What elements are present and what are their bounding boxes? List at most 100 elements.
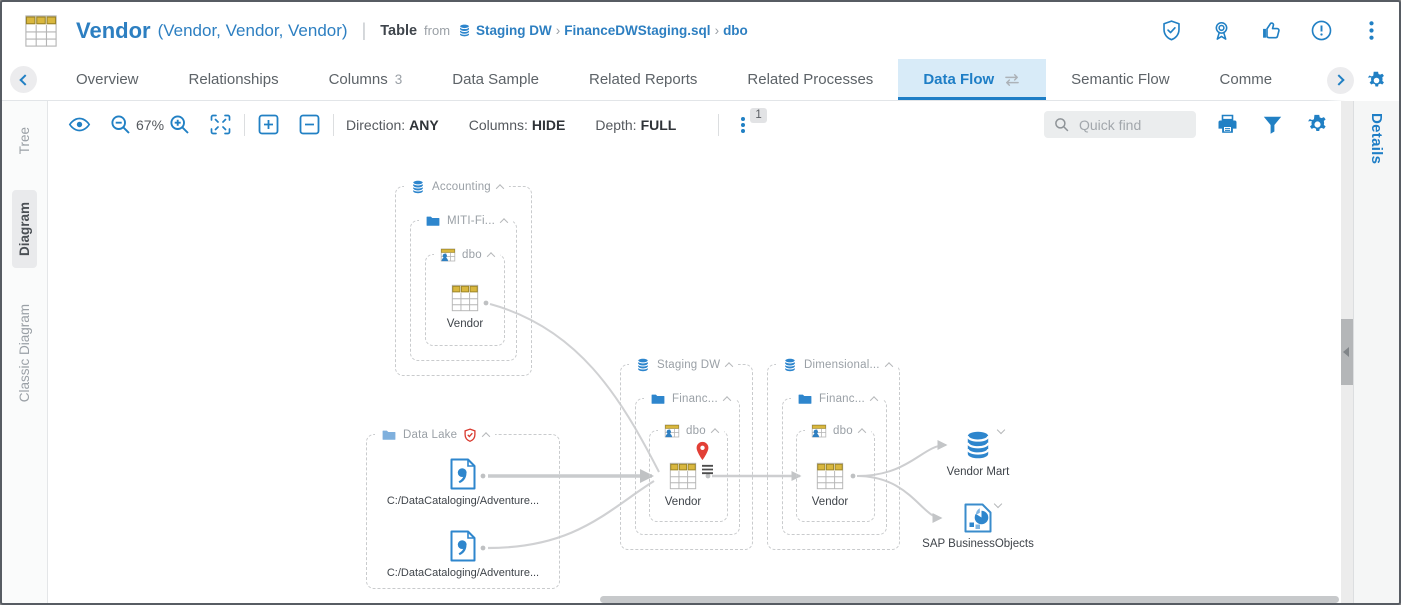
more-options-button[interactable]: 1 (737, 107, 767, 135)
node-label: Vendor Mart (946, 466, 1010, 478)
container-label: Data Lake (403, 429, 458, 441)
table-icon (814, 460, 846, 492)
node-vendor-dimensional[interactable]: Vendor (795, 460, 865, 508)
tab-related-reports[interactable]: Related Reports (589, 71, 698, 88)
alert-circle-icon[interactable] (1310, 19, 1333, 42)
container-dimensional-folder[interactable]: Financ... (782, 390, 887, 535)
fit-to-screen-icon[interactable] (209, 113, 232, 136)
direction-option[interactable]: Direction:ANY (346, 116, 439, 133)
container-schema-header[interactable]: dbo (658, 422, 724, 440)
shield-check-icon[interactable] (1160, 19, 1183, 42)
lineage-canvas[interactable]: Accounting MITI-Fi... dbo (48, 148, 1341, 603)
columns-option[interactable]: Columns:HIDE (468, 116, 566, 133)
table-icon (449, 282, 481, 314)
horizontal-scrollbar[interactable] (48, 596, 1341, 603)
breadcrumb: Staging DW›FinanceDWStaging.sql›dbo (476, 23, 748, 38)
more-options-badge: 1 (750, 107, 767, 123)
container-accounting-header[interactable]: Accounting (404, 178, 509, 196)
container-accounting-schema[interactable]: dbo (425, 246, 505, 346)
toolbar-divider (718, 113, 720, 136)
tab-semantic-flow[interactable]: Semantic Flow (1071, 71, 1170, 88)
collapse-chevron-icon[interactable] (710, 428, 720, 437)
tab-data-flow[interactable]: Data Flow (898, 59, 1047, 100)
container-data-lake-header[interactable]: Data Lake (375, 426, 496, 444)
container-label: Staging DW (657, 359, 721, 371)
delimited-file-icon (449, 458, 477, 490)
print-icon[interactable] (1216, 113, 1239, 136)
chevron-right-icon (1333, 74, 1345, 86)
breadcrumb-db[interactable]: Staging DW (476, 23, 552, 38)
tab-data-sample[interactable]: Data Sample (452, 71, 539, 88)
tabs-scroll-right-button[interactable] (1327, 66, 1354, 94)
container-schema-header[interactable]: dbo (434, 246, 500, 264)
node-file-1[interactable]: C:/DataCataloging/Adventure... (370, 458, 556, 507)
container-data-lake[interactable]: Data Lake (366, 426, 560, 589)
chevron-left-icon (19, 73, 31, 86)
location-pin-icon (695, 441, 710, 461)
visibility-eye-icon[interactable] (68, 113, 91, 136)
tabs-scroll-left-button[interactable] (10, 66, 37, 93)
node-label: SAP BusinessObjects (922, 538, 1034, 550)
collapse-chevron-icon[interactable] (722, 396, 732, 405)
container-folder-header[interactable]: Financ... (644, 390, 736, 408)
node-vendor-accounting[interactable]: Vendor (430, 282, 500, 330)
container-schema-header[interactable]: dbo (805, 422, 871, 440)
node-vendor-staging[interactable]: Vendor (648, 460, 718, 508)
collapse-chevron-icon[interactable] (725, 362, 734, 371)
breadcrumb-separator: › (714, 23, 720, 38)
horizontal-scrollbar-thumb[interactable] (600, 596, 1339, 603)
details-panel-strip: Details (1353, 101, 1399, 603)
container-accounting-model[interactable]: MITI-Fi... (410, 212, 517, 361)
zoom-out-icon[interactable] (109, 113, 132, 136)
zoom-in-icon[interactable] (168, 113, 191, 136)
collapse-chevron-icon[interactable] (857, 428, 867, 437)
container-dimensional-schema[interactable]: dbo (796, 422, 875, 522)
container-staging-folder[interactable]: Financ... (635, 390, 740, 535)
collapse-chevron-icon[interactable] (499, 218, 509, 227)
container-dimensional[interactable]: Dimensional... (767, 356, 900, 550)
more-vertical-icon[interactable] (1360, 19, 1383, 42)
tab-relationships[interactable]: Relationships (188, 71, 279, 88)
tab-related-processes[interactable]: Related Processes (747, 71, 874, 88)
node-file-2[interactable]: C:/DataCataloging/Adventure... (370, 530, 556, 579)
details-tab[interactable]: Details (1368, 113, 1385, 165)
collapse-chevron-icon[interactable] (481, 432, 491, 441)
details-splitter-handle[interactable] (1341, 319, 1353, 385)
expand-all-icon[interactable] (257, 113, 280, 136)
collapse-chevron-icon[interactable] (884, 362, 893, 371)
sidebar-tab-classic-diagram[interactable]: Classic Diagram (17, 304, 32, 403)
certification-medal-icon[interactable] (1210, 19, 1233, 42)
tab-settings-gear-icon[interactable] (1366, 70, 1387, 91)
collapse-chevron-icon[interactable] (495, 184, 505, 193)
sidebar-tab-tree[interactable]: Tree (17, 127, 32, 155)
node-sap-businessobjects[interactable]: SAP BusinessObjects (913, 502, 1043, 550)
quick-find-input[interactable] (1077, 115, 1186, 134)
tab-comments[interactable]: Comme (1219, 71, 1273, 88)
filter-icon[interactable] (1261, 113, 1284, 136)
collapse-chevron-icon[interactable] (486, 252, 496, 261)
container-model-header[interactable]: MITI-Fi... (419, 212, 513, 230)
container-folder-header[interactable]: Financ... (791, 390, 883, 408)
container-staging-dw[interactable]: Staging DW (620, 356, 753, 550)
settings-gear-icon[interactable] (1306, 113, 1329, 136)
lineage-connectors (480, 300, 948, 551)
details-splitter[interactable] (1341, 101, 1353, 603)
container-staging-header[interactable]: Staging DW (629, 356, 739, 374)
depth-option[interactable]: Depth:FULL (595, 116, 677, 133)
tab-overview[interactable]: Overview (76, 71, 139, 88)
schema-icon (440, 247, 456, 263)
breadcrumb-file[interactable]: FinanceDWStaging.sql (564, 23, 711, 38)
container-label: dbo (686, 425, 706, 437)
container-accounting[interactable]: Accounting (395, 178, 532, 376)
collapse-chevron-icon[interactable] (869, 396, 879, 405)
container-dimensional-header[interactable]: Dimensional... (776, 356, 898, 374)
menu-burger-icon[interactable] (701, 464, 714, 475)
from-label: from (424, 23, 451, 38)
sidebar-tab-diagram[interactable]: Diagram (12, 190, 37, 269)
breadcrumb-schema[interactable]: dbo (723, 23, 748, 38)
database-icon (635, 357, 651, 373)
node-vendor-mart[interactable]: Vendor Mart (928, 428, 1028, 478)
thumbs-up-icon[interactable] (1260, 19, 1283, 42)
collapse-all-icon[interactable] (298, 113, 321, 136)
